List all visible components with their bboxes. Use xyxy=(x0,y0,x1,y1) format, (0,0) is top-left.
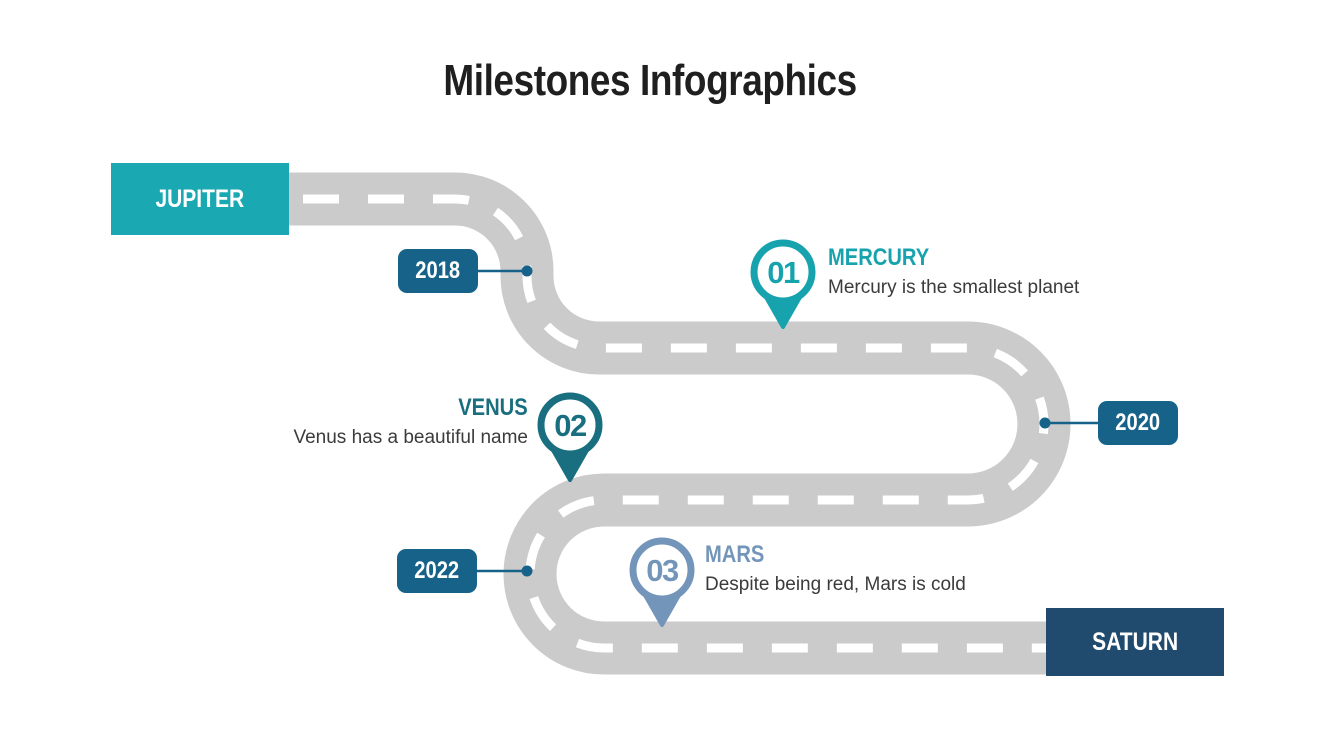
date-connector-2020 xyxy=(1039,417,1105,429)
pin-number: 03 xyxy=(646,553,679,588)
date-badge-2020: 2020 xyxy=(1098,401,1178,445)
road-dot-2018 xyxy=(521,265,533,277)
milestone-name: MERCURY xyxy=(828,244,930,271)
road-dot-2020 xyxy=(1039,417,1051,429)
page-title: Milestones Infographics xyxy=(0,56,1300,106)
start-label-text: JUPITER xyxy=(155,184,245,213)
road-dot-2022 xyxy=(521,565,533,577)
pin-number: 01 xyxy=(767,255,800,290)
date-badge-2018: 2018 xyxy=(398,249,478,293)
pin-number: 02 xyxy=(554,408,586,443)
page-title-text: Milestones Infographics xyxy=(443,56,857,105)
milestone-pin-mercury: 01 xyxy=(750,239,816,329)
milestone-description: Mercury is the smallest planet xyxy=(828,277,1080,298)
milestone-name: MARS xyxy=(705,541,765,568)
milestone-mercury: MERCURY Mercury is the smallest planet xyxy=(828,246,1079,299)
end-label-saturn: SATURN xyxy=(1046,608,1224,676)
pin-circle xyxy=(537,392,603,458)
end-label-text: SATURN xyxy=(1092,627,1178,656)
milestone-description: Venus has a beautiful name xyxy=(293,427,528,448)
date-connector-2022 xyxy=(470,565,533,577)
start-label-jupiter: JUPITER xyxy=(111,163,289,235)
pin-circle xyxy=(750,239,816,305)
milestone-pin-mars: 03 xyxy=(629,537,695,627)
milestone-venus: VENUS Venus has a beautiful name xyxy=(293,396,528,449)
milestone-mars: MARS Despite being red, Mars is cold xyxy=(705,543,966,596)
date-connector-2018 xyxy=(470,265,533,277)
date-badge-2022: 2022 xyxy=(397,549,477,593)
pin-circle xyxy=(629,537,695,603)
date-badge-text: 2018 xyxy=(415,257,461,284)
date-badge-text: 2022 xyxy=(414,557,460,584)
milestone-description: Despite being red, Mars is cold xyxy=(705,574,966,595)
milestone-name: VENUS xyxy=(458,394,528,421)
milestone-pin-venus: 02 xyxy=(537,392,603,482)
date-badge-text: 2020 xyxy=(1115,409,1161,436)
